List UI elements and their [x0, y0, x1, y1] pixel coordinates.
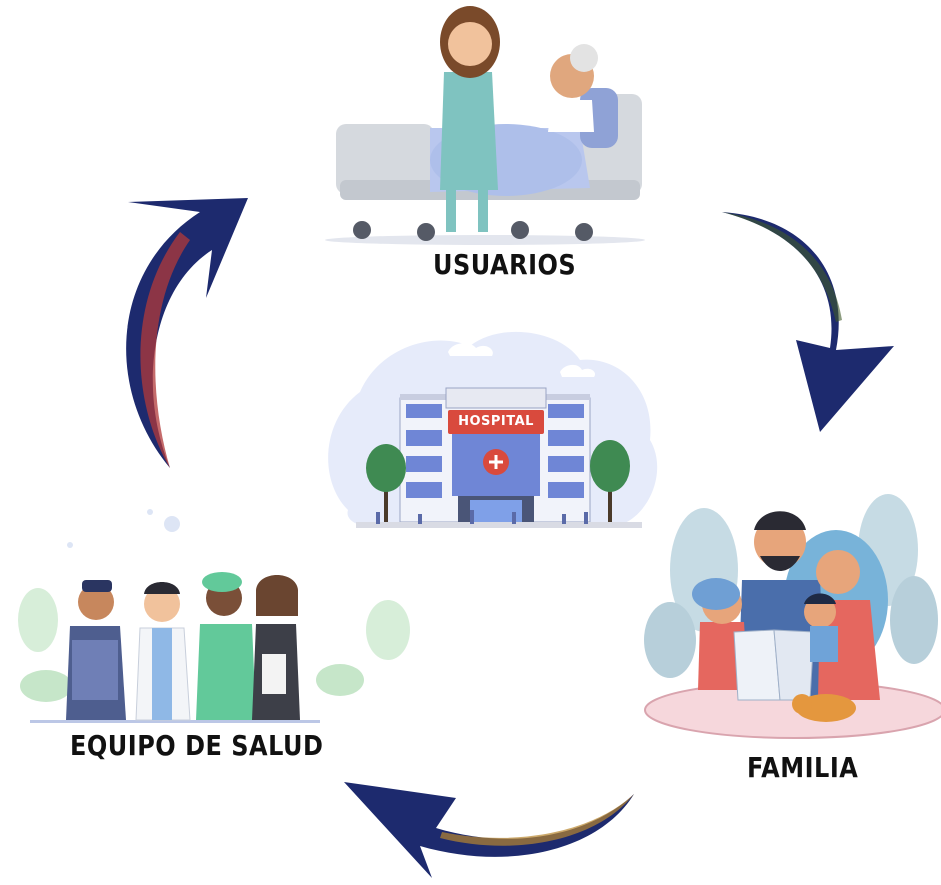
nurse-patient-bed-illustration: [325, 6, 645, 245]
health-team-illustration: [18, 572, 410, 723]
tree-right-icon: [590, 440, 630, 522]
hospital-sign-label: HOSPITAL: [458, 414, 534, 429]
node-label-equipo-de-salud: EQUIPO DE SALUD: [70, 729, 324, 763]
cycle-arrow-bottom: [344, 782, 634, 878]
cycle-arrow-right: [722, 212, 894, 432]
family-reading-illustration: [644, 494, 941, 739]
tree-left-icon: [366, 444, 406, 522]
node-label-familia: FAMILIA: [747, 751, 859, 785]
node-label-usuarios: USUARIOS: [433, 248, 577, 282]
hospital-building-illustration: [328, 331, 658, 528]
decorative-dots: [67, 509, 180, 548]
cycle-arrow-top-left: [126, 198, 248, 468]
